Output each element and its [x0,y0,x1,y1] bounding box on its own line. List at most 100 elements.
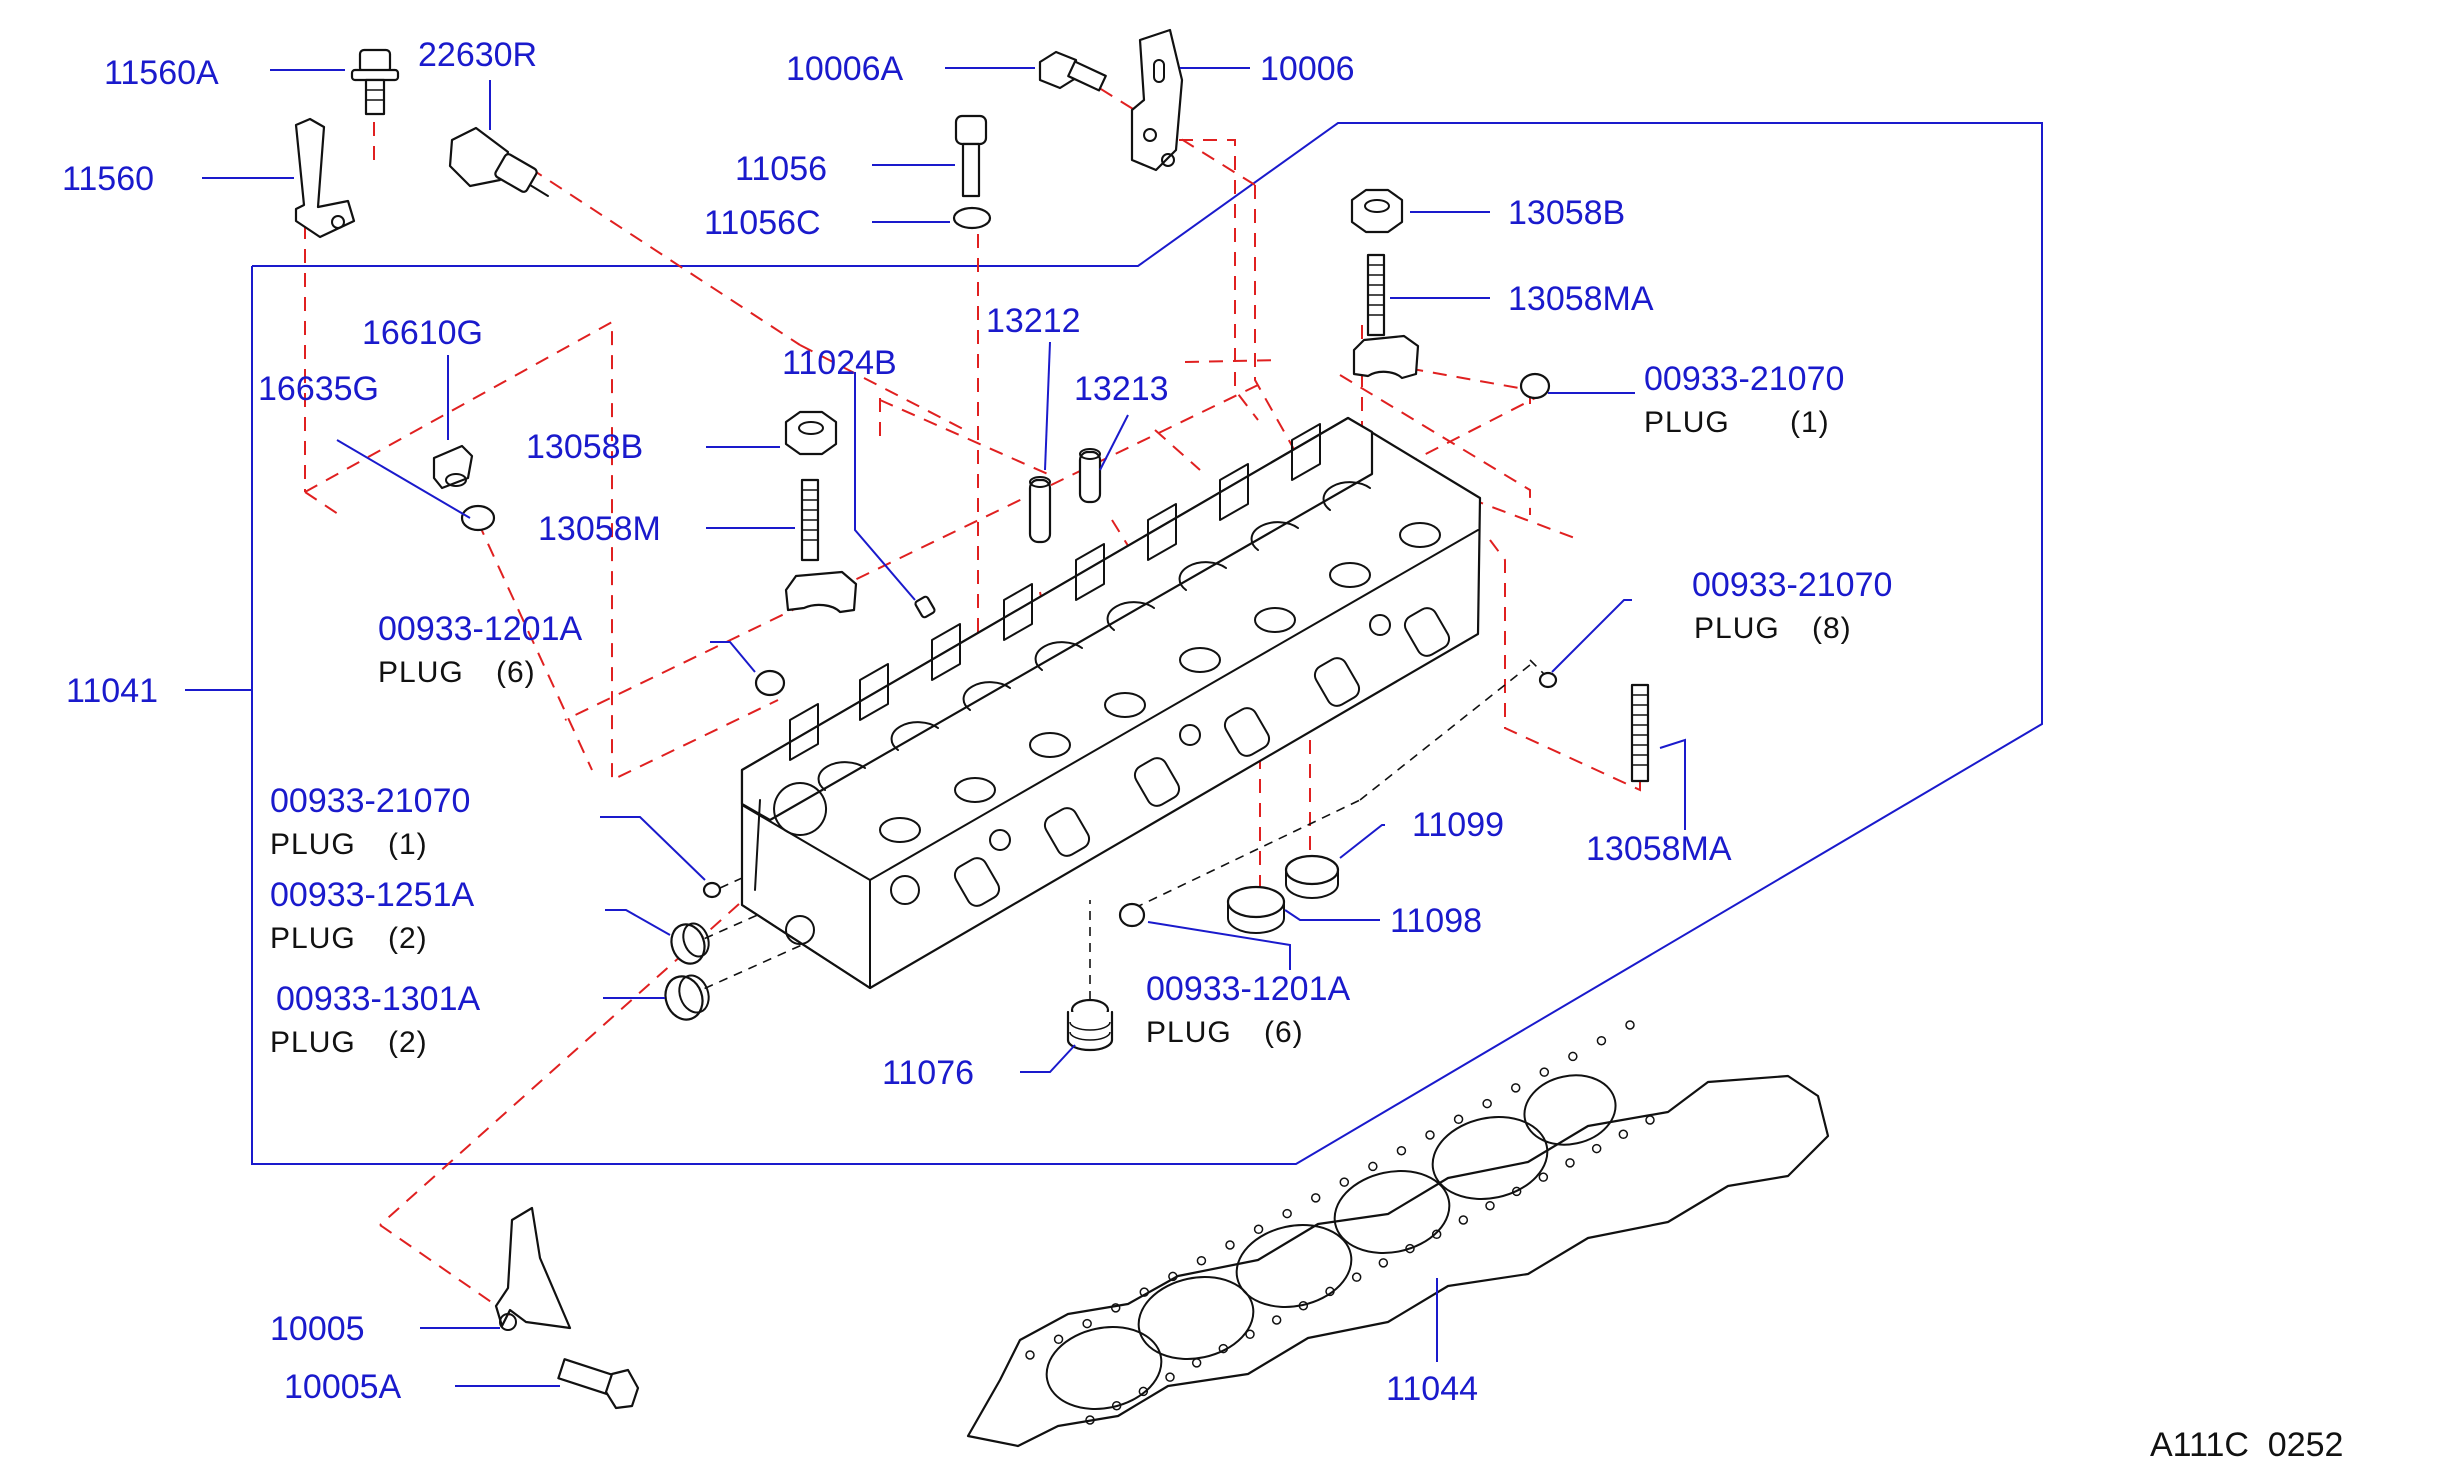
part-descriptions: PLUG (1) PLUG (8) PLUG (6) PLUG (1) PLUG… [270,406,1852,1059]
gasket-hole [1298,1300,1309,1311]
washer-11056C [952,206,992,230]
gasket-hole [1082,1318,1092,1329]
plug-00933-21070-top [1519,372,1551,400]
gasket-hole [1168,1271,1178,1282]
label-11076: 11076 [882,1054,974,1092]
label-11099: 11099 [1412,806,1504,844]
label-00933-21070-right: 00933-21070 [1692,566,1892,604]
nut-13058B-top [1350,188,1404,234]
plug-00933-1251A [670,922,710,965]
cylinder-head [740,416,1482,990]
gasket-hole [1271,1315,1282,1325]
label-13058M: 13058M [538,510,661,548]
guide-13212 [1028,476,1052,544]
label-11056C: 11056C [704,204,821,242]
gasket-hole [1110,1303,1121,1313]
gasket-hole [1568,1051,1578,1062]
guide-13213 [1078,448,1102,504]
qty-plug-1-top: (1) [1790,406,1830,439]
gasket-hole [1111,1400,1122,1411]
gasket-hole [1425,1130,1435,1140]
label-11560A: 11560A [104,54,219,92]
desc-plug-2-b: PLUG [270,1026,356,1059]
bolt-11056 [954,114,988,198]
gasket-hole [1453,1114,1464,1125]
label-13058MA-right: 13058MA [1586,830,1732,868]
bolt-10005A [557,1358,640,1410]
label-00933-21070-left: 00933-21070 [270,782,470,820]
gasket-hole [1405,1243,1415,1254]
gasket-hole [1596,1035,1607,1046]
gasket-hole [1085,1415,1095,1425]
desc-plug-6-left: PLUG [378,656,464,689]
gasket-hole [1139,1287,1150,1297]
bracket-10006 [1130,28,1184,172]
desc-plug-1-left: PLUG [270,828,356,861]
gasket-hole [1253,1224,1264,1235]
nut-13058B-mid [784,410,838,456]
stud-13058M [800,478,820,562]
label-16635G: 16635G [258,370,379,408]
gasket-hole [1325,1286,1335,1297]
phantom-lines [304,75,1641,1316]
gasket-hole [1431,1229,1442,1240]
plug-00933-21070-left [702,881,722,899]
label-00933-1201A-left: 00933-1201A [378,610,583,648]
gasket-hole [1191,1358,1202,1368]
label-13058B-top: 13058B [1508,194,1625,232]
seal-11098 [1226,885,1286,934]
gasket-hole [1245,1329,1255,1340]
label-10005: 10005 [270,1310,365,1348]
diagram-reference-code: A111C 0252 [2150,1426,2343,1464]
label-11024B: 11024B [782,344,897,382]
gasket-hole [1482,1098,1492,1109]
gasket-hole [1538,1172,1549,1182]
gasket-hole [1339,1177,1350,1187]
qty-plug-2-a: (2) [388,922,428,955]
label-00933-1251A: 00933-1251A [270,876,475,914]
plug-00933-1301A [664,974,710,1021]
qty-plug-8: (8) [1812,612,1852,645]
gasket-hole [1510,1083,1521,1093]
label-13058MA-top: 13058MA [1508,280,1654,318]
gasket-hole [1539,1067,1550,1077]
label-13058B-mid: 13058B [526,428,643,466]
desc-plug-1-top: PLUG [1644,406,1730,439]
gasket-hole [1485,1200,1495,1211]
label-13213: 13213 [1074,370,1169,408]
washer-16635G [460,504,496,532]
gasket-hole [1625,1020,1635,1030]
plug-00933-1201A-left [754,669,786,697]
label-00933-1301A: 00933-1301A [276,980,481,1018]
label-10005A: 10005A [284,1368,402,1406]
bolt-10006A [1038,50,1107,92]
desc-plug-8: PLUG [1694,612,1780,645]
gasket-hole [1053,1334,1064,1345]
gasket-hole [1618,1129,1629,1140]
assembly-outline [251,122,2043,1165]
head-gasket-11044 [966,1020,1830,1448]
plug-00933-1201A-bottom [1118,902,1146,928]
gasket-hole [1138,1386,1149,1397]
sensor-22630R [448,126,549,197]
label-11098: 11098 [1390,902,1482,940]
gasket-hole [1645,1115,1655,1125]
label-10006: 10006 [1260,50,1355,88]
desc-plug-6-bottom: PLUG [1146,1016,1232,1049]
gasket-hole [1565,1158,1575,1168]
gasket-hole [1591,1143,1602,1154]
label-16610G: 16610G [362,314,483,352]
bolt-11560A [350,48,400,116]
qty-plug-1-left: (1) [388,828,428,861]
qty-plug-6-left: (6) [496,656,536,689]
part-number-labels: 11560A 22630R 11560 10006A 10006 11056 1… [62,36,1892,1408]
desc-plug-2-a: PLUG [270,922,356,955]
gasket-hole [1310,1193,1321,1203]
gasket-hole [1218,1343,1229,1354]
gasket-hole [1351,1272,1362,1282]
plug-00933-21070-right [1538,671,1558,689]
cam-cap-mid [784,570,858,614]
pin-11024B [914,595,936,619]
gasket-hole [1378,1258,1389,1268]
